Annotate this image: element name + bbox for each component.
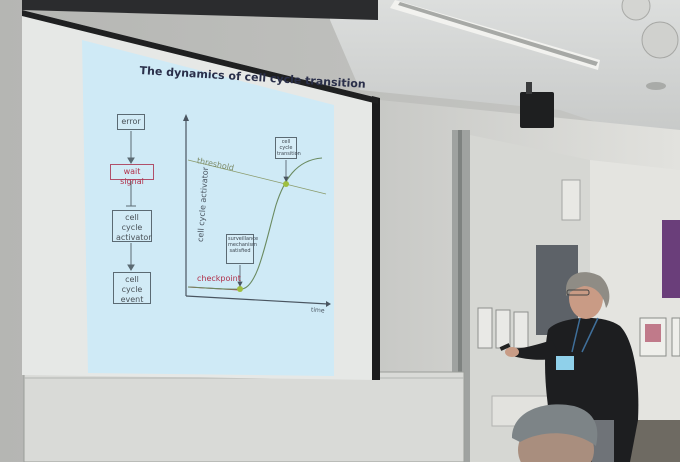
flow-box-error: error [117,114,145,130]
flow-box-activator: cell cycle activator [112,210,152,242]
annotation-cell-cycle-transition: cell cycle transition [275,137,301,159]
audience-cap [512,404,598,446]
presenter-hand [505,347,519,357]
flow-arrowhead-1 [127,157,135,164]
threshold-dot [283,181,289,187]
activator-curve [187,157,323,290]
glasses [566,289,590,296]
slide-surface [82,40,334,376]
x-axis-arrowhead [326,301,331,307]
y-axis-arrowhead [183,114,189,121]
name-badge [556,356,574,370]
checkpoint-label: checkpoint [197,274,241,283]
checkpoint-dot [237,286,243,292]
annotation-surveillance: surveillance mechanism satisfied [226,234,258,264]
graph-x-axis [185,295,329,305]
flow-box-wait-signal: wait signal [110,164,154,186]
clicker [499,343,511,351]
flow-arrowhead-2 [127,264,135,271]
presenter-hair [566,272,610,308]
threshold-line [187,159,327,195]
flow-box-event: cell cycle event [113,272,151,304]
